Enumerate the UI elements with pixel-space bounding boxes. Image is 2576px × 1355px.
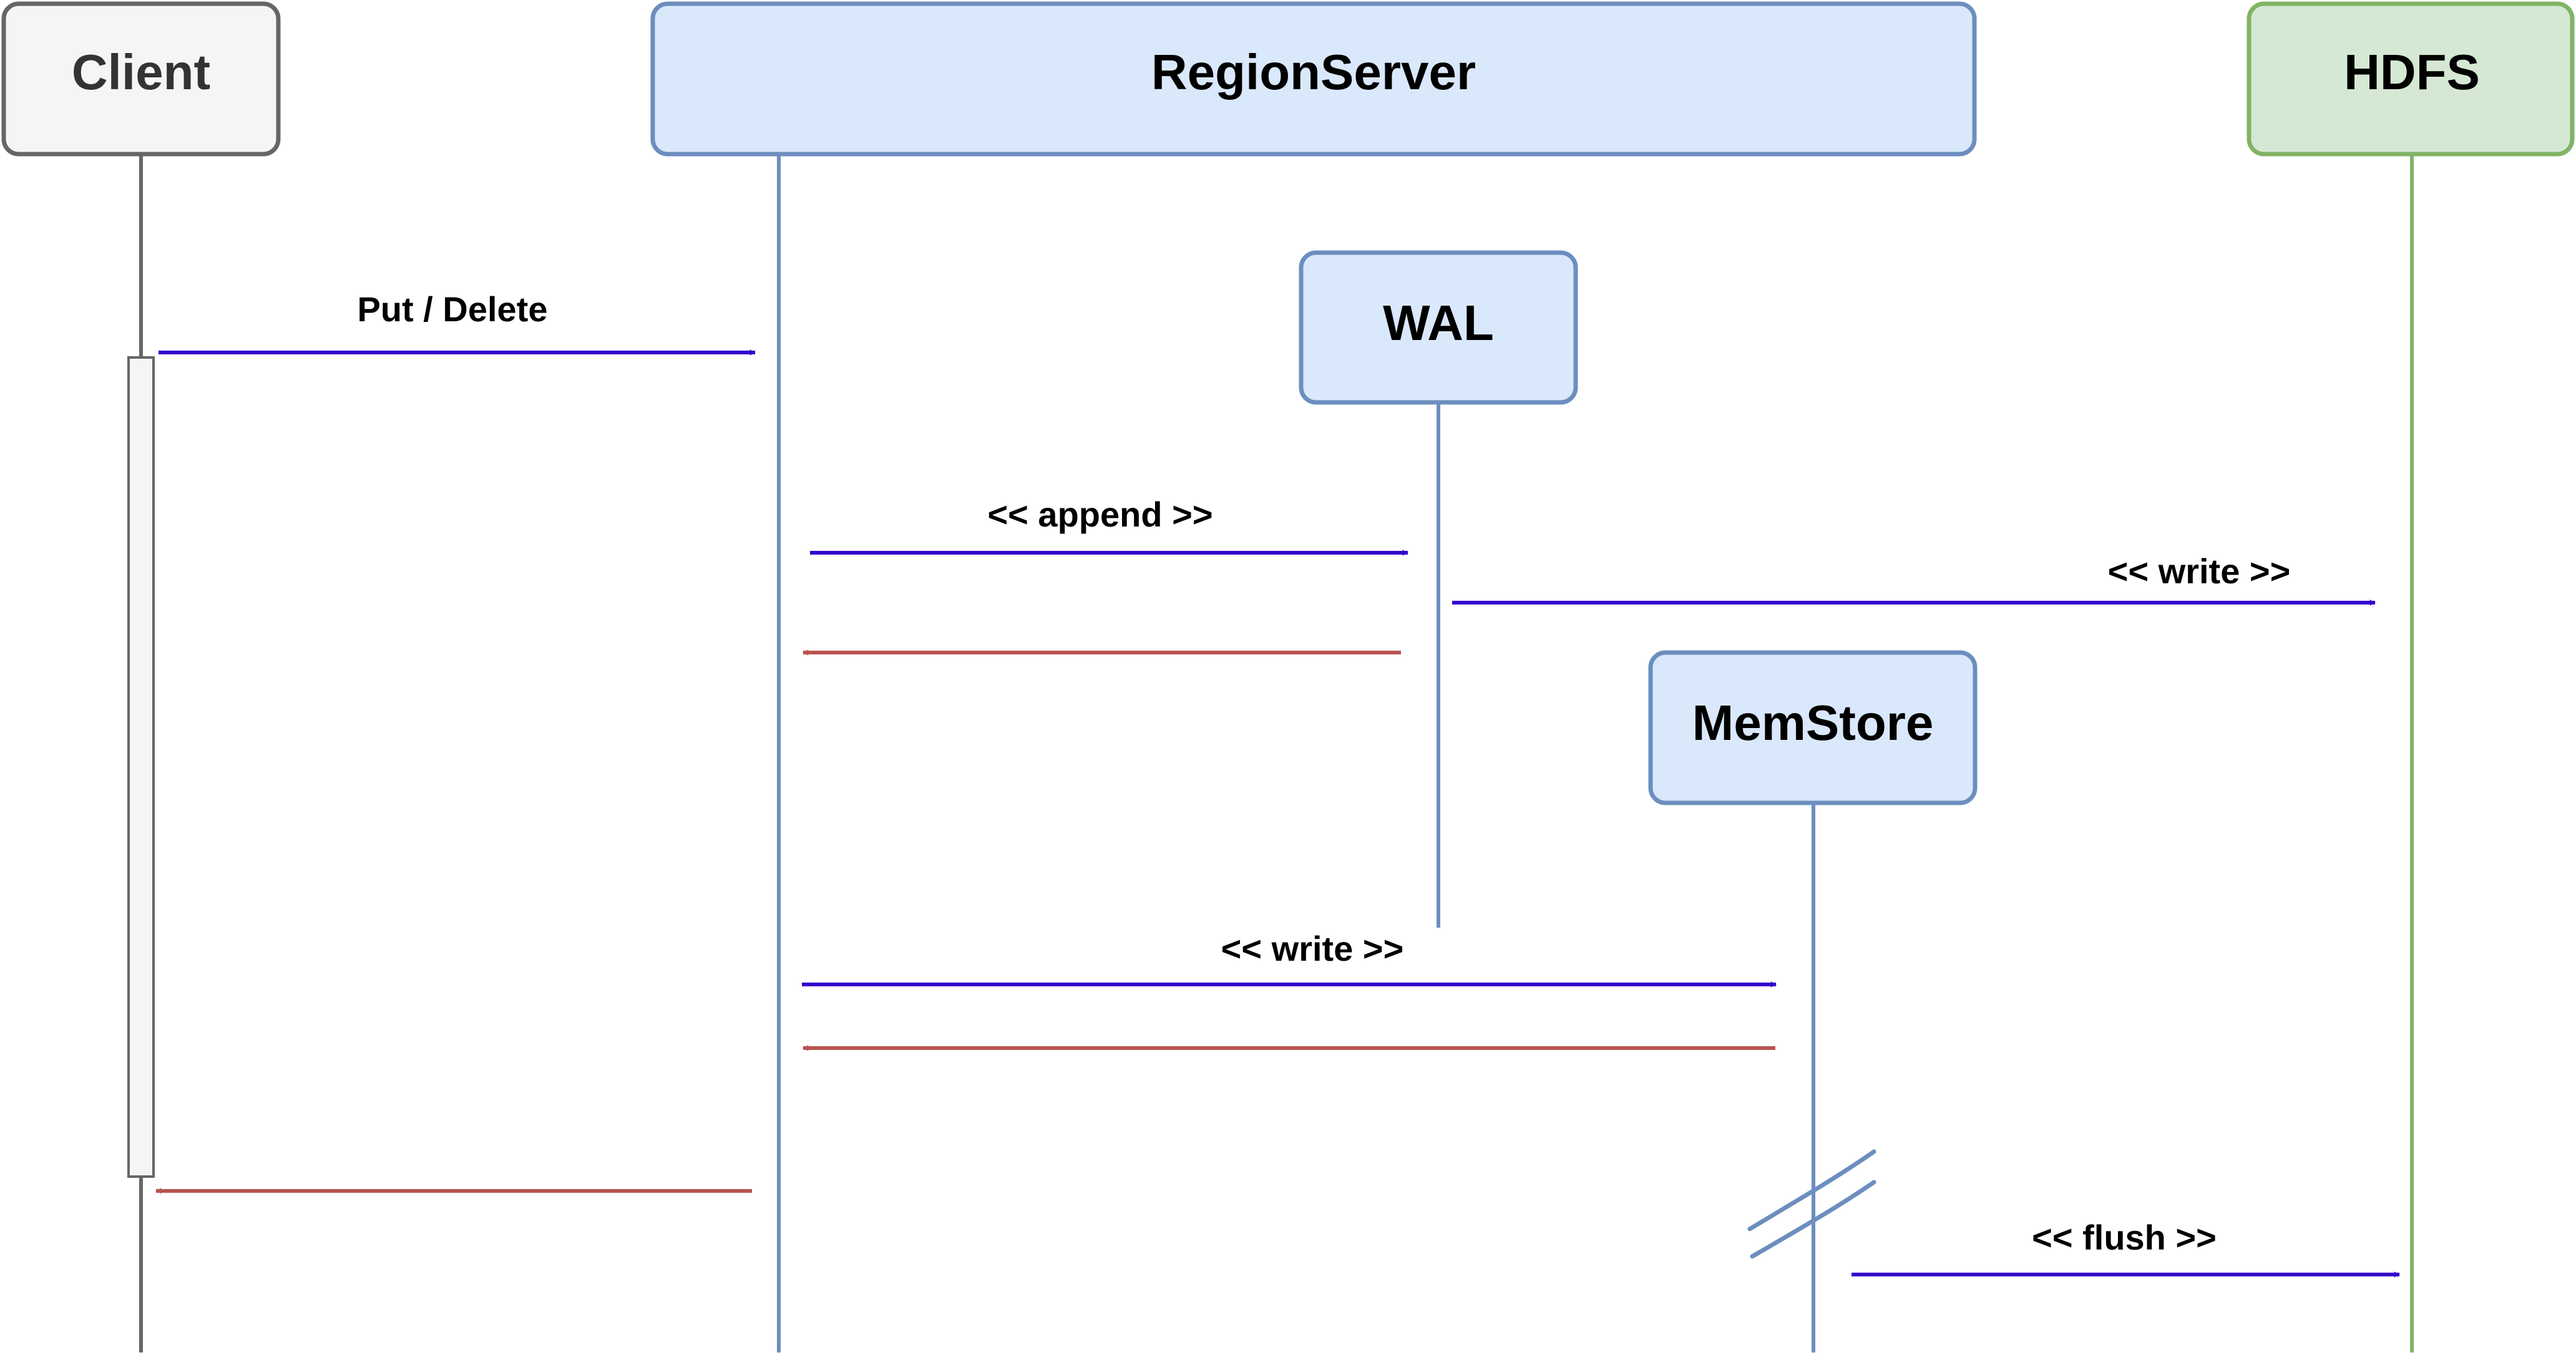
hdfs-label: HDFS — [2344, 44, 2480, 100]
message-flush[interactable]: << flush >> — [1852, 1218, 2400, 1278]
client-activation-bar — [127, 356, 155, 1178]
participant-hdfs[interactable]: HDFS — [2247, 1, 2575, 157]
memstore-label: MemStore — [1692, 695, 1934, 750]
wal-box — [1299, 250, 1578, 405]
client-box — [1, 1, 281, 157]
client-label: Client — [72, 44, 210, 100]
message-put-delete[interactable]: Put / Delete — [159, 289, 756, 356]
message-memstore-write[interactable]: << write >> — [802, 929, 1777, 988]
lifeline-break-mark — [1747, 1149, 1876, 1259]
wal-write-label: << write >> — [2108, 551, 2291, 591]
participant-regionserver[interactable]: RegionServer — [650, 1, 1977, 157]
put-delete-label: Put / Delete — [358, 289, 548, 329]
participant-memstore[interactable]: MemStore — [1648, 650, 1978, 805]
append-label: << append >> — [987, 495, 1212, 534]
hdfs-box — [2247, 1, 2575, 157]
message-append[interactable]: << append >> — [810, 495, 1408, 556]
participant-wal[interactable]: WAL — [1299, 250, 1578, 405]
regionserver-box — [650, 1, 1977, 157]
wal-label: WAL — [1383, 295, 1494, 351]
memstore-write-label: << write >> — [1221, 929, 1404, 968]
participant-client[interactable]: Client — [1, 1, 281, 157]
flush-label: << flush >> — [2032, 1218, 2217, 1257]
regionserver-label: RegionServer — [1151, 44, 1476, 100]
memstore-box — [1648, 650, 1978, 805]
message-wal-write[interactable]: << write >> — [1452, 551, 2376, 606]
